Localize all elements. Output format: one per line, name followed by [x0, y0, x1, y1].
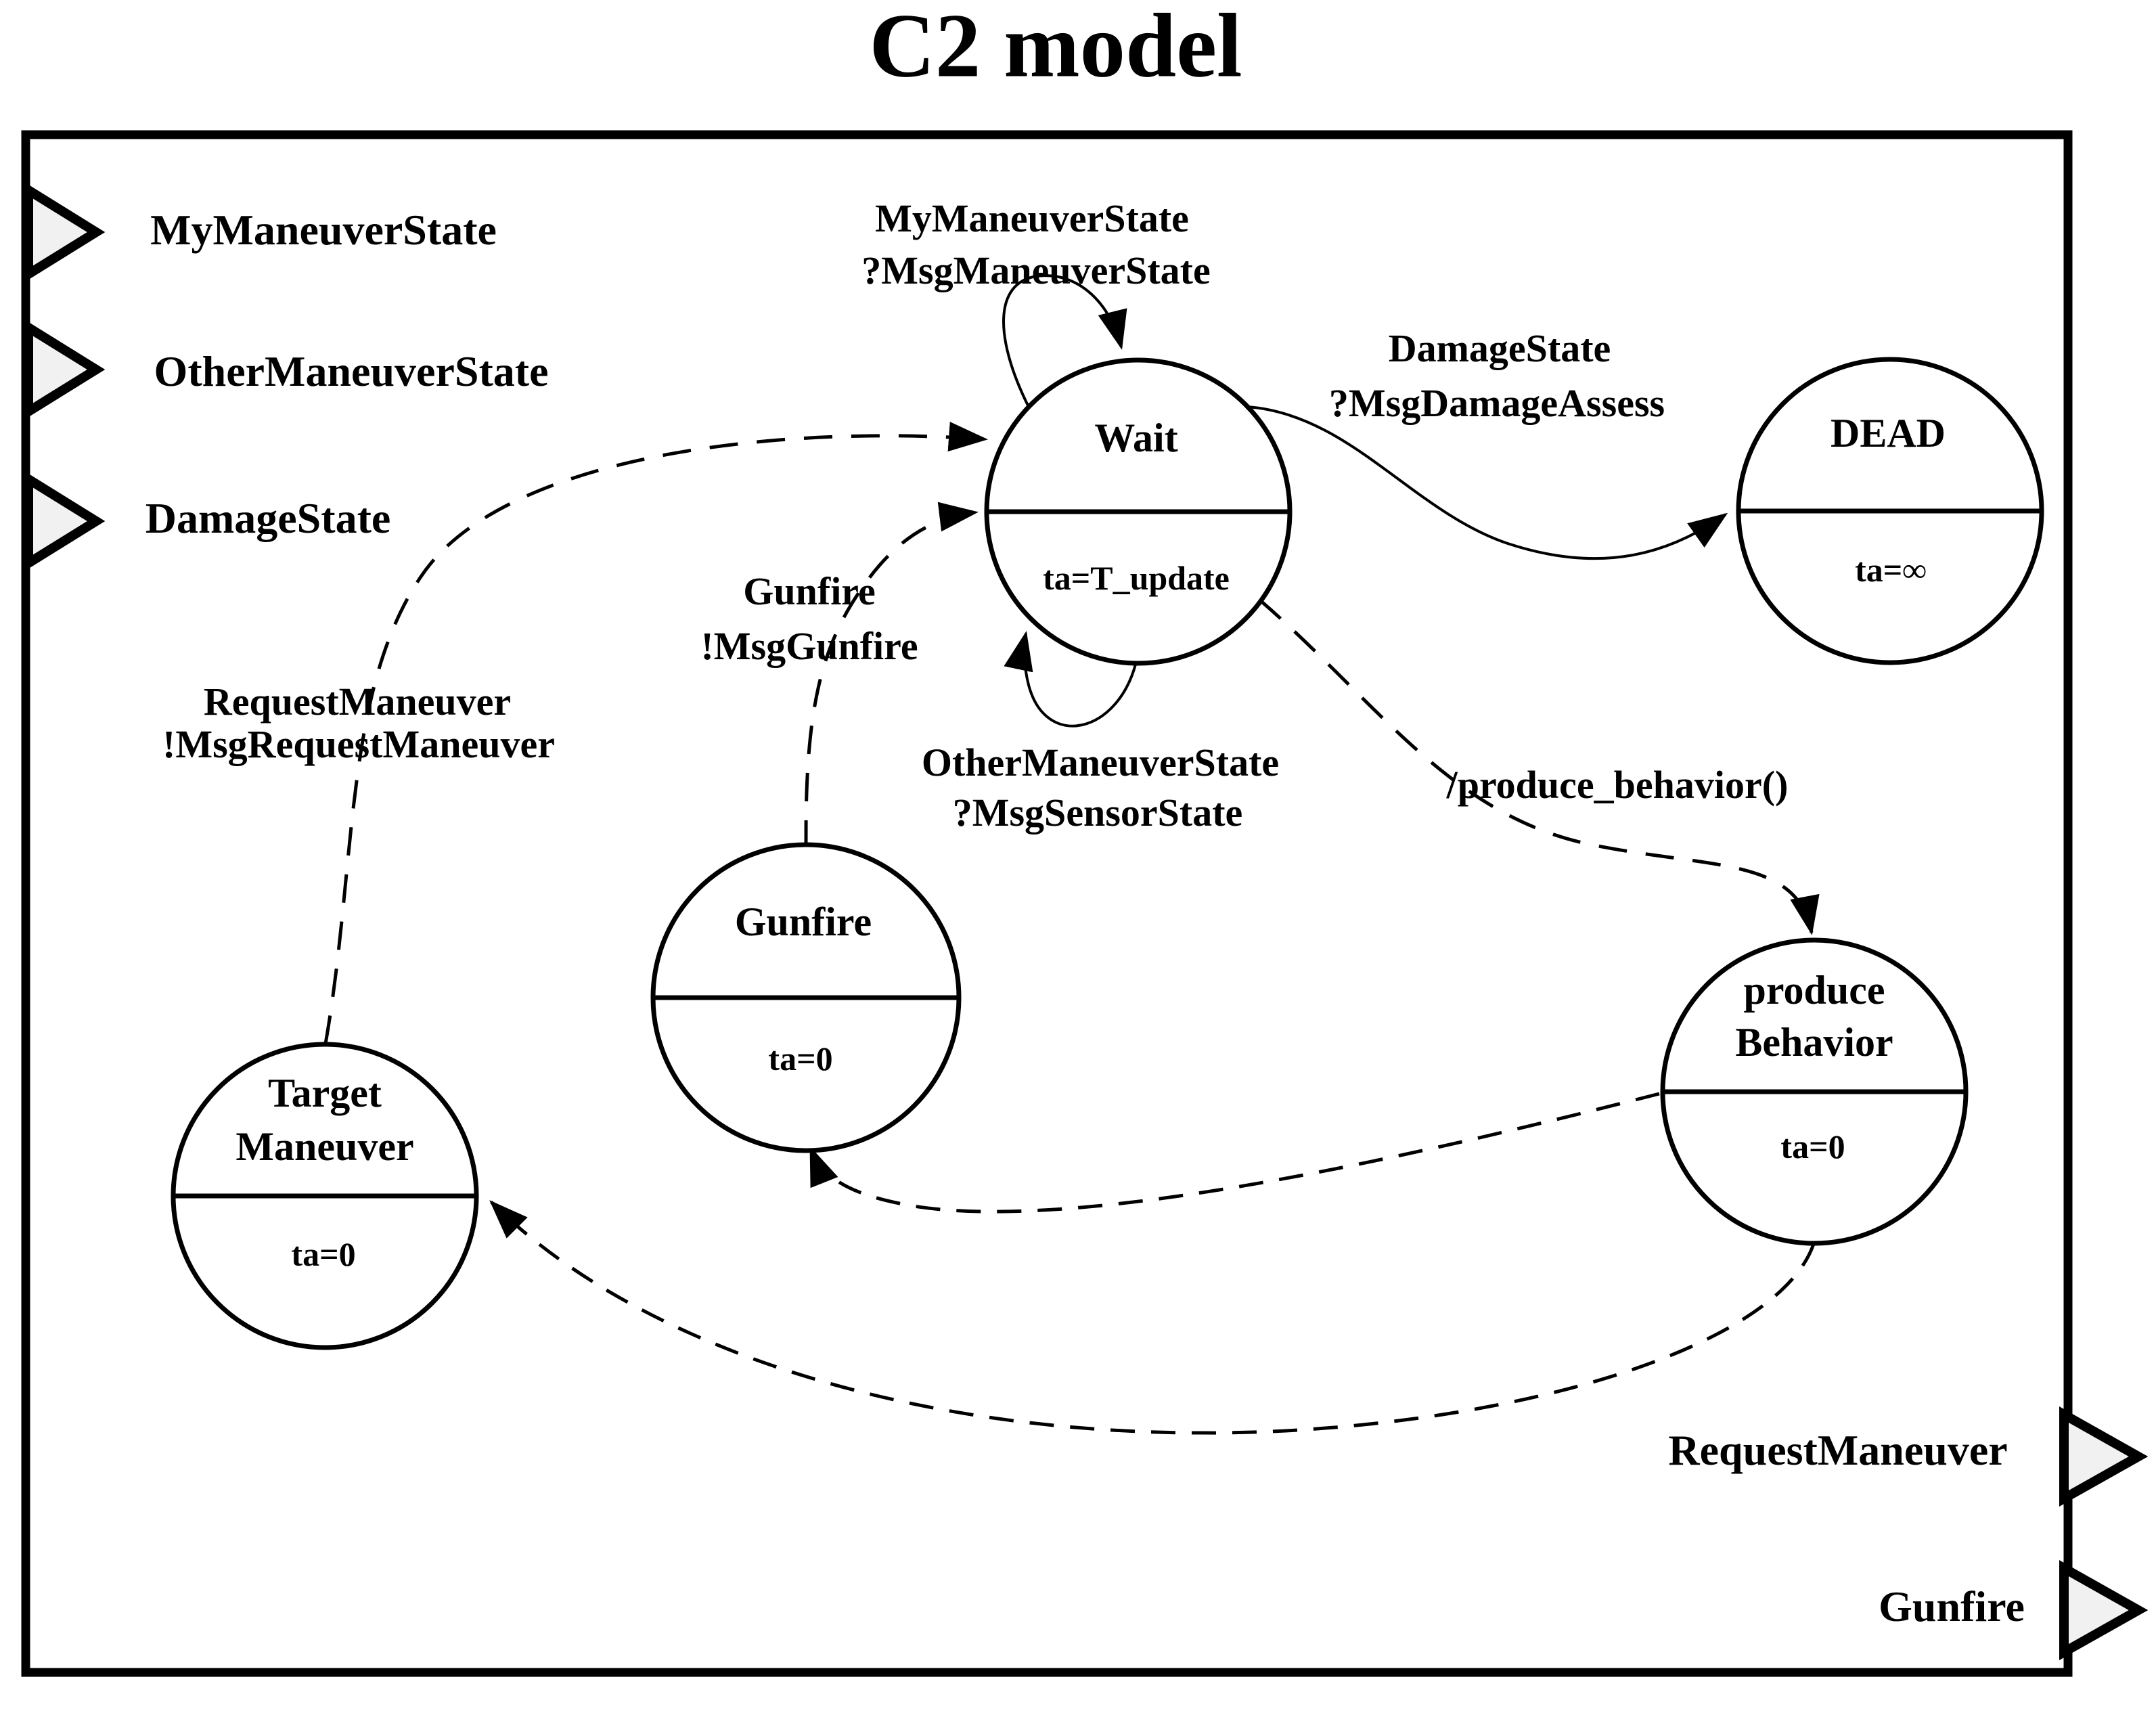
state-gunfire-name: Gunfire [734, 899, 872, 944]
transition-wait-to-producebehavior [1258, 598, 1820, 935]
transition-label-damage-line2: ?MsgDamageAssess [1328, 381, 1665, 425]
transition-label-gunfire-line2: !MsgGunfire [700, 624, 918, 668]
state-dead [1736, 357, 2044, 665]
transition-label-my-maneuver-line2: ?MsgManeuverState [861, 248, 1211, 292]
output-port-requestmaneuver-icon [2059, 1406, 2149, 1507]
input-port-othermaneuverstate-icon [24, 319, 106, 420]
transition-label-request-line2: !MsgRequestManeuver [162, 722, 555, 766]
state-target-maneuver [171, 1042, 479, 1350]
state-wait [984, 357, 1293, 666]
state-dead-ta: ta=∞ [1855, 551, 1927, 589]
input-port-damagestate-icon [24, 470, 106, 572]
state-produce-behavior-ta: ta=0 [1780, 1128, 1845, 1165]
transition-targetmaneuver-to-wait [323, 422, 988, 1044]
input-port-label-damagestate: DamageState [145, 494, 391, 542]
transition-label-my-maneuver-line1: MyManeuverState [875, 196, 1189, 240]
input-port-label-mymaneuverstate: MyManeuverState [150, 206, 497, 254]
state-produce-behavior [1660, 937, 1969, 1246]
state-dead-name: DEAD [1830, 411, 1946, 455]
input-port-label-othermaneuverstate: OtherManeuverState [154, 347, 549, 395]
input-port-mymaneuverstate-icon [24, 181, 106, 283]
transition-producebehavior-to-targetmaneuver [489, 1200, 1816, 1435]
state-gunfire-ta: ta=0 [768, 1040, 833, 1077]
transition-wait-to-dead [1247, 405, 1728, 560]
state-target-maneuver-ta: ta=0 [291, 1235, 356, 1273]
figure-title: C2 model [869, 0, 1242, 97]
transition-label-sensor-line2: ?MsgSensorState [952, 791, 1243, 835]
state-produce-behavior-name-line1: produce [1743, 968, 1885, 1013]
transition-label-produce-call: /produce_behavior() [1446, 763, 1789, 807]
output-port-gunfire-icon [2059, 1560, 2149, 1660]
transition-label-damage-line1: DamageState [1388, 326, 1611, 370]
state-wait-ta: ta=T_update [1043, 559, 1230, 597]
transition-gunfire-to-wait [804, 502, 979, 849]
transition-label-sensor-line1: OtherManeuverState [921, 740, 1280, 784]
output-port-label-requestmaneuver: RequestManeuver [1668, 1426, 2008, 1474]
state-target-maneuver-name-line1: Target [268, 1071, 382, 1115]
state-produce-behavior-name-line2: Behavior [1735, 1020, 1893, 1065]
state-target-maneuver-name-line2: Maneuver [235, 1124, 414, 1169]
state-wait-name: Wait [1094, 416, 1178, 460]
state-gunfire [650, 842, 962, 1153]
transition-my-maneuver-self-loop [1002, 274, 1127, 406]
output-port-label-gunfire: Gunfire [1879, 1582, 2025, 1630]
transition-sensor-self-loop [1004, 631, 1138, 728]
transition-producebehavior-to-gunfire [809, 1092, 1660, 1214]
transition-label-gunfire-line1: Gunfire [743, 569, 876, 613]
transition-label-request-line1: RequestManeuver [203, 680, 512, 724]
